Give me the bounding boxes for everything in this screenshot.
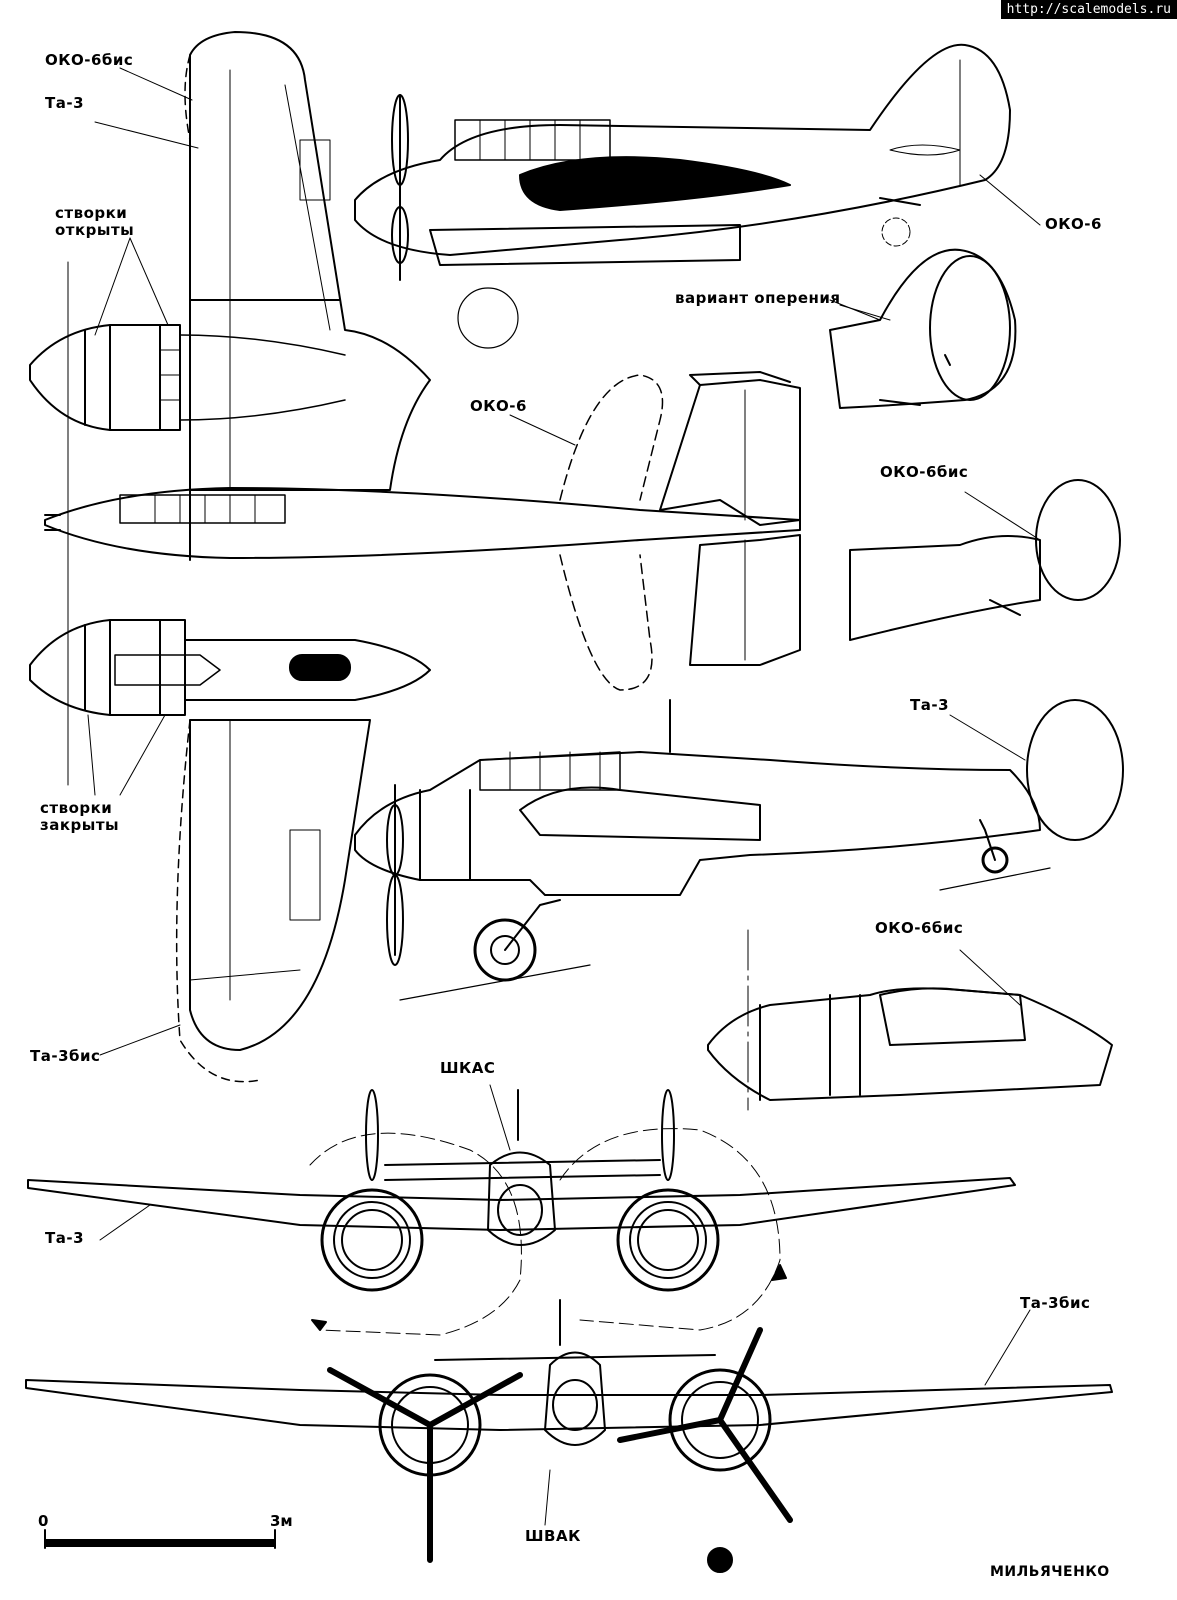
- site-watermark[interactable]: http://scalemodels.ru: [1000, 0, 1177, 19]
- scale-bar: [44, 1529, 276, 1549]
- nose-oko6bis: [707, 929, 1113, 1111]
- label-shkas: ШКАС: [440, 1059, 496, 1077]
- label-ta3-front: Та-3: [45, 1229, 85, 1247]
- plan-upper-nacelle: [29, 324, 181, 431]
- author-signature: МИЛЬЯЧЕНКО: [990, 1564, 1110, 1580]
- side-view-ta3: [354, 699, 1124, 1001]
- side-view-oko6: [354, 43, 1041, 281]
- label-oko6bis-top: ОКО-6бис: [45, 51, 134, 69]
- tail-variant: [829, 248, 1017, 409]
- label-shvak: ШВАК: [525, 1527, 581, 1545]
- label-oko6-right: ОКО-6: [1045, 215, 1102, 233]
- leader-lines: [87, 67, 1041, 1526]
- label-variant-opereniya: вариант оперения: [675, 289, 841, 307]
- label-stvorki-zakryty: створки закрыты: [40, 799, 120, 834]
- label-oko6-center: ОКО-6: [470, 397, 527, 415]
- plan-lower-wing: [189, 719, 371, 1051]
- tail-oko6bis: [849, 479, 1121, 641]
- label-oko6bis-right: ОКО-6бис: [880, 463, 969, 481]
- plan-view: [29, 31, 911, 1083]
- plan-tail: [659, 379, 801, 526]
- label-oko6bis-nose: ОКО-6бис: [875, 919, 964, 937]
- scale-start-label: 0: [38, 1512, 49, 1530]
- label-ta3bis-front: Та-3бис: [1020, 1294, 1091, 1312]
- front-view-ta3: [27, 1089, 1016, 1336]
- plan-fuselage: [44, 487, 801, 559]
- label-ta3-top: Та-3: [45, 94, 85, 112]
- label-ta3bis-left: Та-3бис: [30, 1047, 101, 1065]
- label-ta3-right: Та-3: [910, 696, 950, 714]
- plan-upper-wing: [189, 31, 431, 491]
- plan-lower-nacelle: [29, 619, 186, 716]
- label-stvorki-otkryty: створки открыты: [55, 204, 135, 239]
- scale-end-label: 3м: [270, 1512, 293, 1530]
- front-view-ta3bis: [25, 1299, 1113, 1573]
